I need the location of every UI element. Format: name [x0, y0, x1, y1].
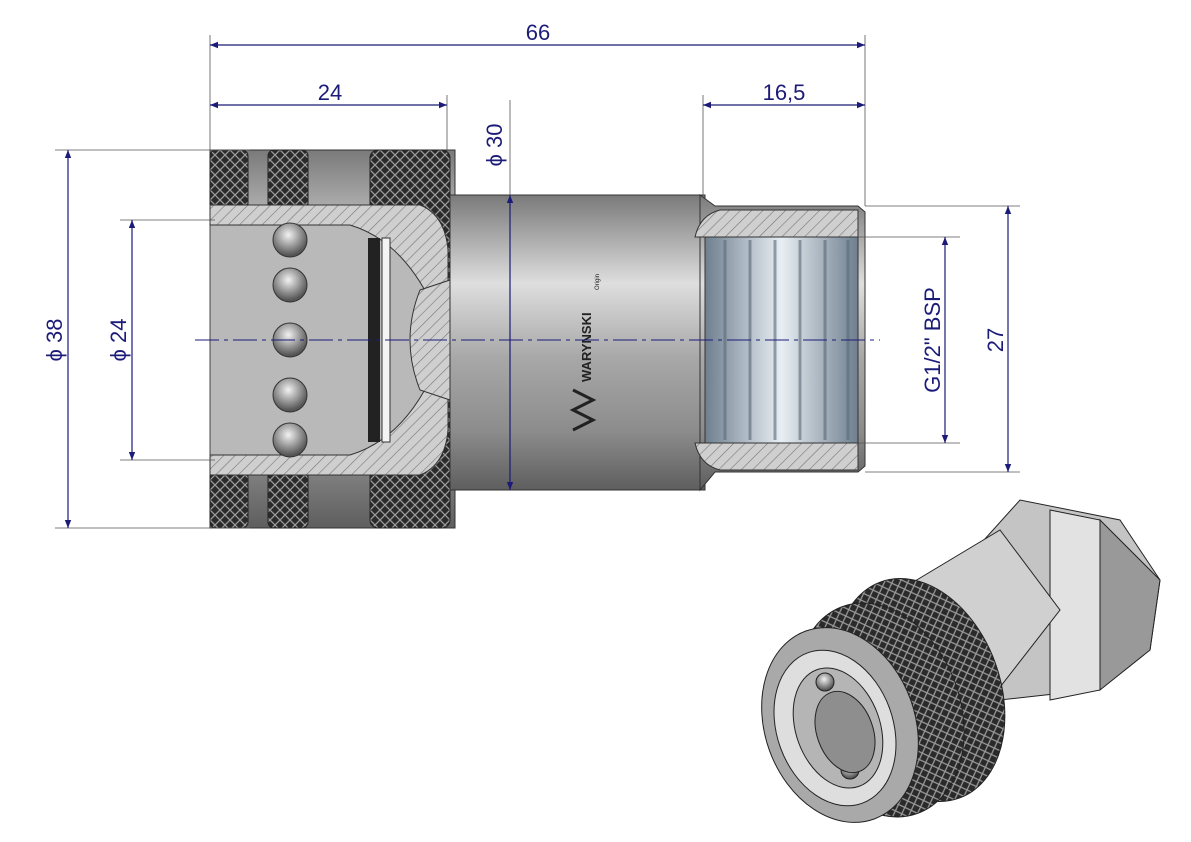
- dim-sleeve-length: 24: [318, 80, 342, 105]
- dim-thread-spec: G1/2" BSP: [920, 287, 945, 393]
- dim-bore-diameter: ϕ 24: [106, 319, 131, 362]
- dim-thread-length: 16,5: [763, 80, 806, 105]
- logo-sub: Origin: [595, 274, 601, 290]
- dim-hex-size: 27: [983, 328, 1008, 352]
- section-view: WARYNSKI Origin: [195, 149, 880, 529]
- locking-balls: [272, 222, 308, 458]
- body: [449, 194, 706, 491]
- waryski-logo: WARYNSKI Origin: [569, 274, 601, 432]
- dim-body-diameter: ϕ 30: [482, 124, 507, 167]
- dim-overall-length: 66: [526, 20, 550, 45]
- isometric-view: [761, 499, 1161, 823]
- dimensions: 66 24 16,5 ϕ 30 ϕ 38 ϕ 24 G1/2" BSP 27: [42, 20, 1020, 529]
- logo-brand: WARYNSKI: [579, 312, 594, 382]
- dim-outer-diameter: ϕ 38: [42, 319, 67, 362]
